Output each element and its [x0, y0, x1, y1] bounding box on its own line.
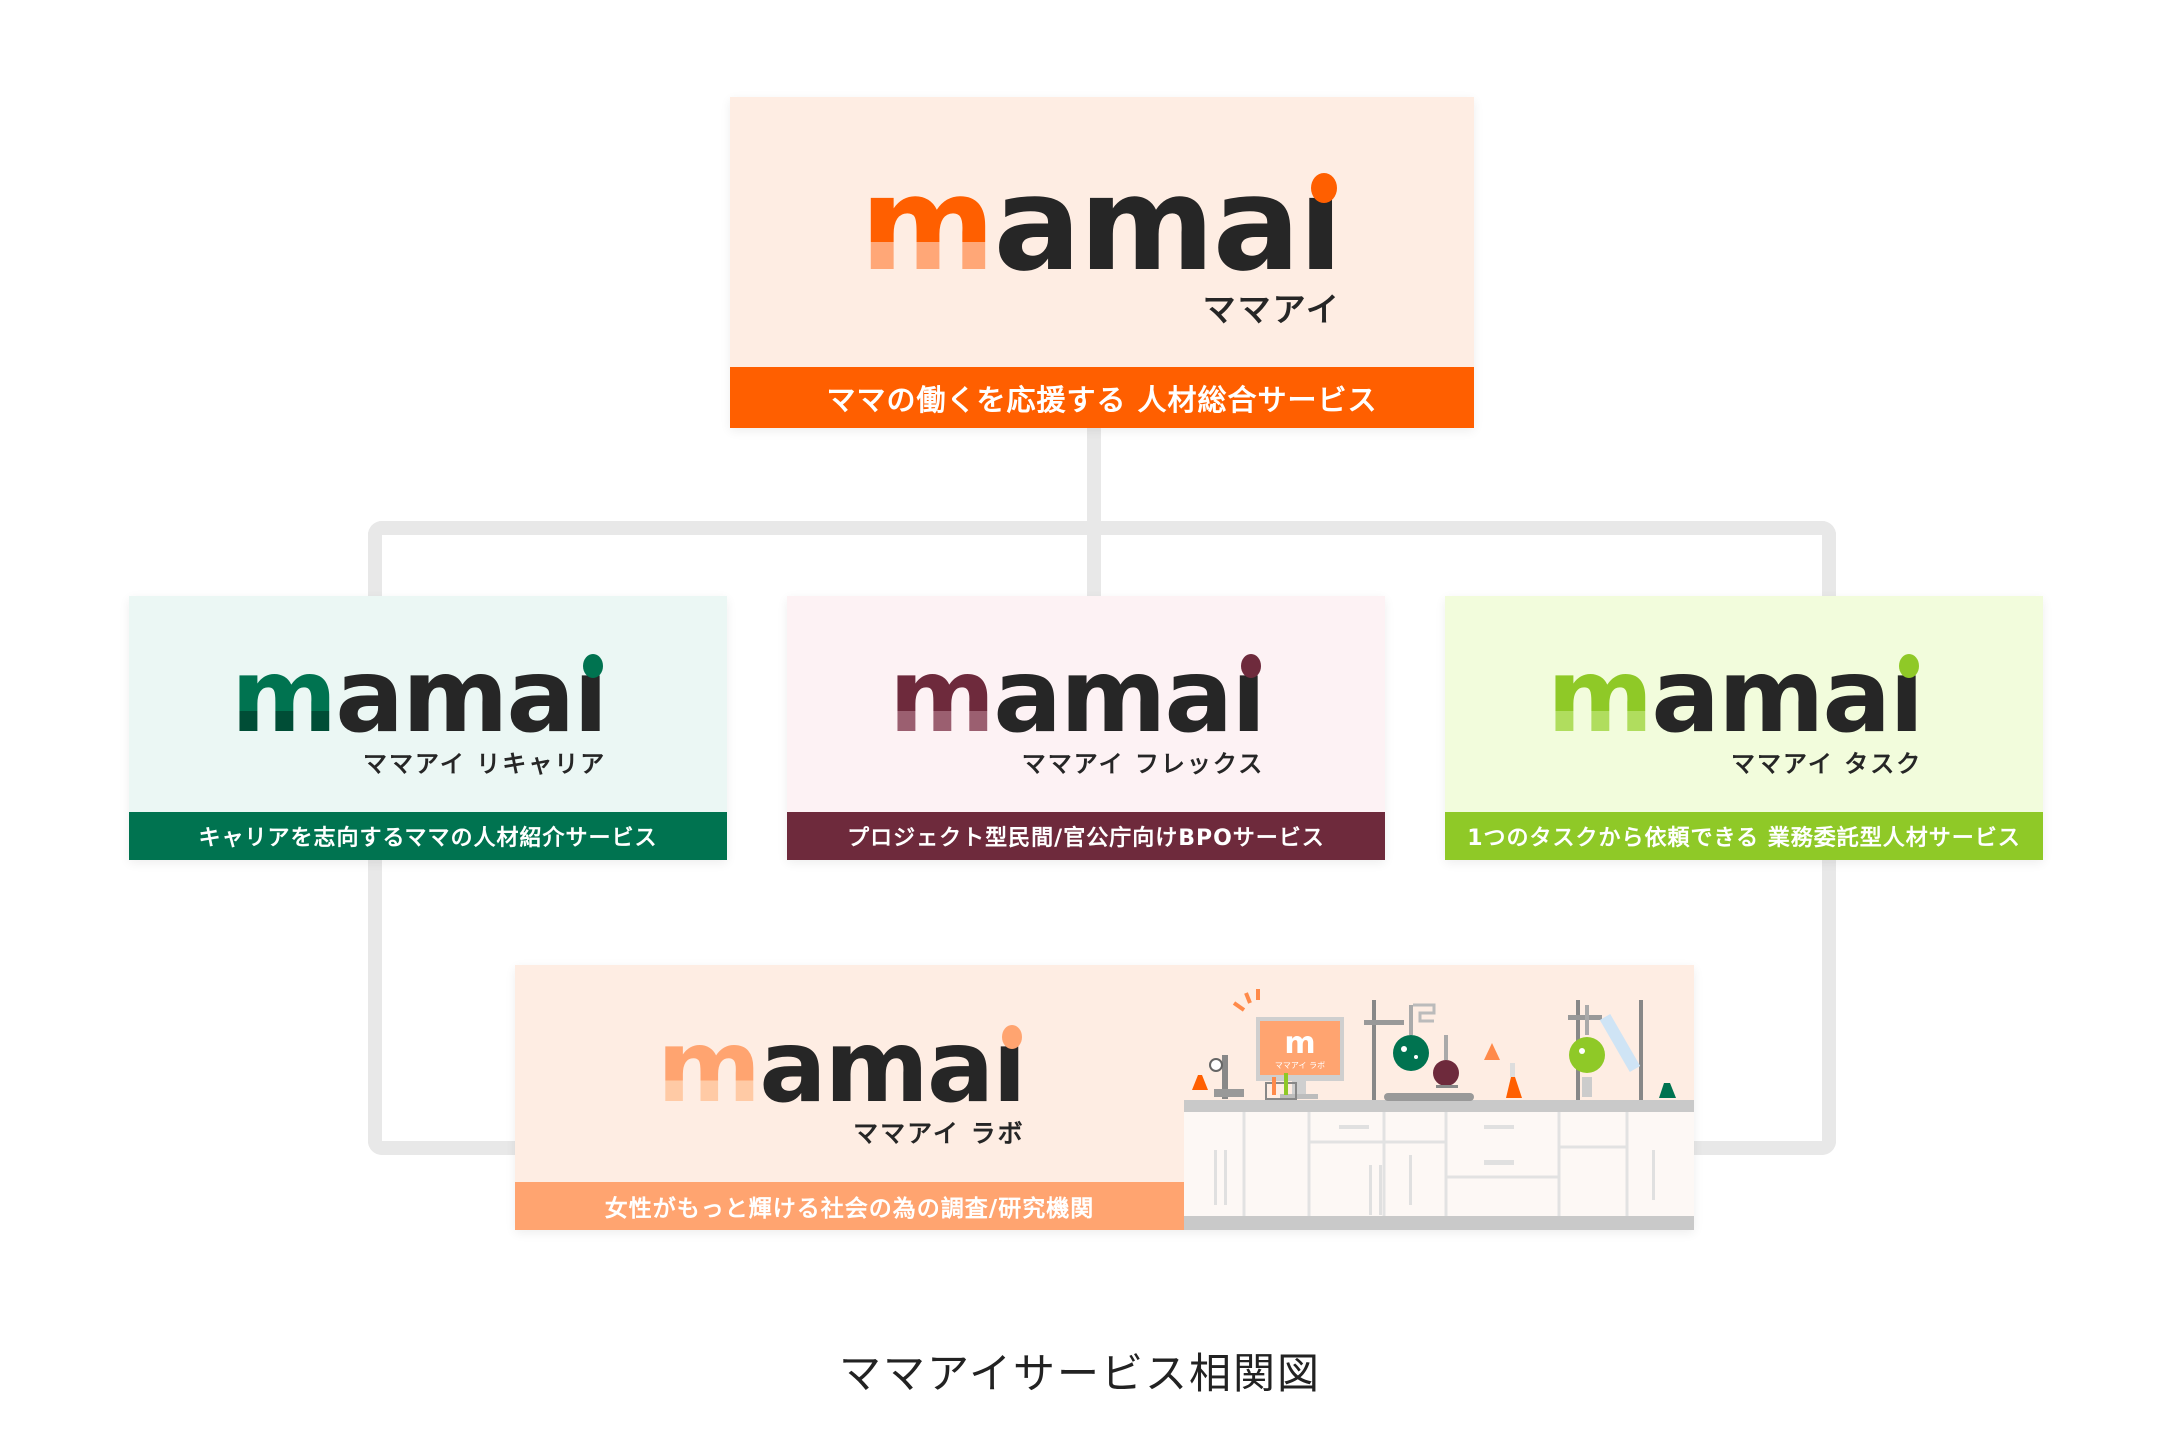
mamai-flex-logo: mamaı ママアイ フレックス [889, 637, 1266, 778]
service-card-task: mamaı ママアイ タスク 1つのタスクから依頼できる 業務委託型人材サービス [1445, 596, 2043, 860]
connector-horizontal-top [368, 521, 1836, 535]
service-card-flex: mamaı ママアイ フレックス プロジェクト型民間/官公庁向けBPOサービス [787, 596, 1385, 860]
logo-kana: ママアイ [1202, 290, 1341, 329]
recareer-tagline: キャリアを志向するママの人材紹介サービス [198, 826, 658, 851]
logo-dot [1899, 654, 1920, 678]
task-tagline-banner: 1つのタスクから依頼できる 業務委託型人材サービス [1445, 812, 2043, 860]
lab-tagline-banner: 女性がもっと輝ける社会の為の調査/研究機関 [515, 1182, 1184, 1230]
service-card-recareer: mamaı ママアイ リキャリア キャリアを志向するママの人材紹介サービス [129, 596, 727, 860]
logo-dot [1310, 173, 1337, 203]
lab-illustration: m ママアイ ラボ [1184, 989, 1694, 1230]
main-service-card: mamaı ママアイ ママの働くを応援する 人材総合サービス [730, 97, 1474, 428]
mamai-logo: mamaı ママアイ [860, 148, 1343, 329]
mamai-lab-logo: mamaı ママアイ ラボ [657, 1008, 1027, 1148]
logo-dot [1241, 654, 1262, 678]
logo-dot [583, 654, 604, 678]
connector-main-vertical [1087, 428, 1101, 598]
logo-kana: ママアイ フレックス [1021, 750, 1265, 778]
connector-bottom-right [1680, 1141, 1836, 1155]
main-tagline: ママの働くを応援する 人材総合サービス [826, 382, 1378, 417]
logo-dot [1001, 1025, 1022, 1049]
logo-kana: ママアイ タスク [1731, 750, 1923, 778]
lab-tagline: 女性がもっと輝ける社会の為の調査/研究機関 [604, 1196, 1095, 1222]
lab-screen-logo: m [1284, 1026, 1315, 1061]
mamai-task-logo: mamaı ママアイ タスク [1547, 637, 1924, 778]
logo-kana: ママアイ リキャリア [363, 750, 607, 778]
recareer-tagline-banner: キャリアを志向するママの人材紹介サービス [129, 812, 727, 860]
task-tagline: 1つのタスクから依頼できる 業務委託型人材サービス [1467, 826, 2021, 851]
main-tagline-banner: ママの働くを応援する 人材総合サービス [730, 367, 1474, 428]
logo-kana: ママアイ ラボ [853, 1119, 1025, 1148]
connector-bottom-left [368, 1141, 528, 1155]
flex-tagline: プロジェクト型民間/官公庁向けBPOサービス [847, 826, 1325, 851]
flex-tagline-banner: プロジェクト型民間/官公庁向けBPOサービス [787, 812, 1385, 860]
lab-card: mamaı ママアイ ラボ 女性がもっと輝ける社会の為の調査/研究機関 m ママ… [515, 965, 1694, 1230]
diagram-caption: ママアイサービス相関図 [839, 1349, 1321, 1398]
mamai-recareer-logo: mamaı ママアイ リキャリア [231, 637, 608, 778]
lab-screen-kana: ママアイ ラボ [1275, 1061, 1325, 1070]
